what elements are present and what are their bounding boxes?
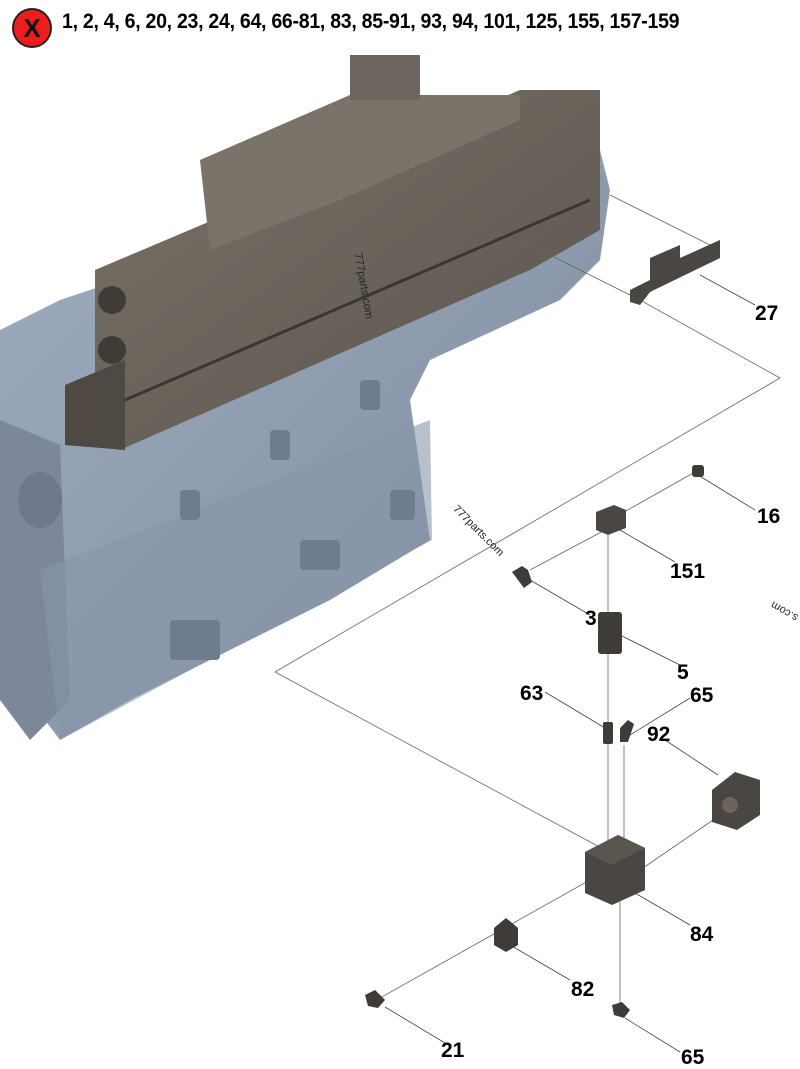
callout-27[interactable]: 27: [755, 302, 779, 325]
part-5-filter[interactable]: [598, 612, 622, 654]
part-16-plug[interactable]: [692, 465, 704, 477]
part-65-elbow[interactable]: [620, 720, 634, 742]
part-84-block[interactable]: [585, 835, 645, 905]
callout-5[interactable]: 5: [677, 661, 689, 684]
part-21-elbow[interactable]: [365, 990, 385, 1008]
excluded-parts-list: 1, 2, 4, 6, 20, 23, 24, 64, 66-81, 83, 8…: [62, 10, 680, 33]
callout-63[interactable]: 63: [520, 682, 544, 705]
excluded-x-icon: X: [12, 8, 52, 48]
part-92-housing[interactable]: [712, 772, 760, 830]
leader-lines: [384, 274, 756, 1053]
aftercooler-housing: [65, 55, 600, 450]
callout-84[interactable]: 84: [690, 923, 714, 946]
part-3-elbow[interactable]: [512, 566, 532, 588]
callout-151[interactable]: 151: [670, 560, 706, 583]
callout-3[interactable]: 3: [585, 607, 597, 630]
guide-lines: [274, 194, 781, 1005]
callout-65-upper[interactable]: 65: [690, 684, 714, 707]
excluded-parts-header: X 1, 2, 4, 6, 20, 23, 24, 64, 66-81, 83,…: [0, 0, 800, 48]
callout-92[interactable]: 92: [647, 723, 671, 746]
callout-16[interactable]: 16: [757, 505, 781, 528]
part-82-flange[interactable]: [494, 918, 518, 952]
callout-82[interactable]: 82: [571, 978, 595, 1001]
callout-65-lower[interactable]: 65: [681, 1046, 705, 1069]
part-65b-elbow[interactable]: [612, 1002, 630, 1018]
callout-21[interactable]: 21: [441, 1039, 465, 1062]
part-63-fitting[interactable]: [603, 722, 613, 744]
part-27-bracket[interactable]: [630, 240, 720, 305]
part-151-tee[interactable]: [596, 505, 626, 535]
